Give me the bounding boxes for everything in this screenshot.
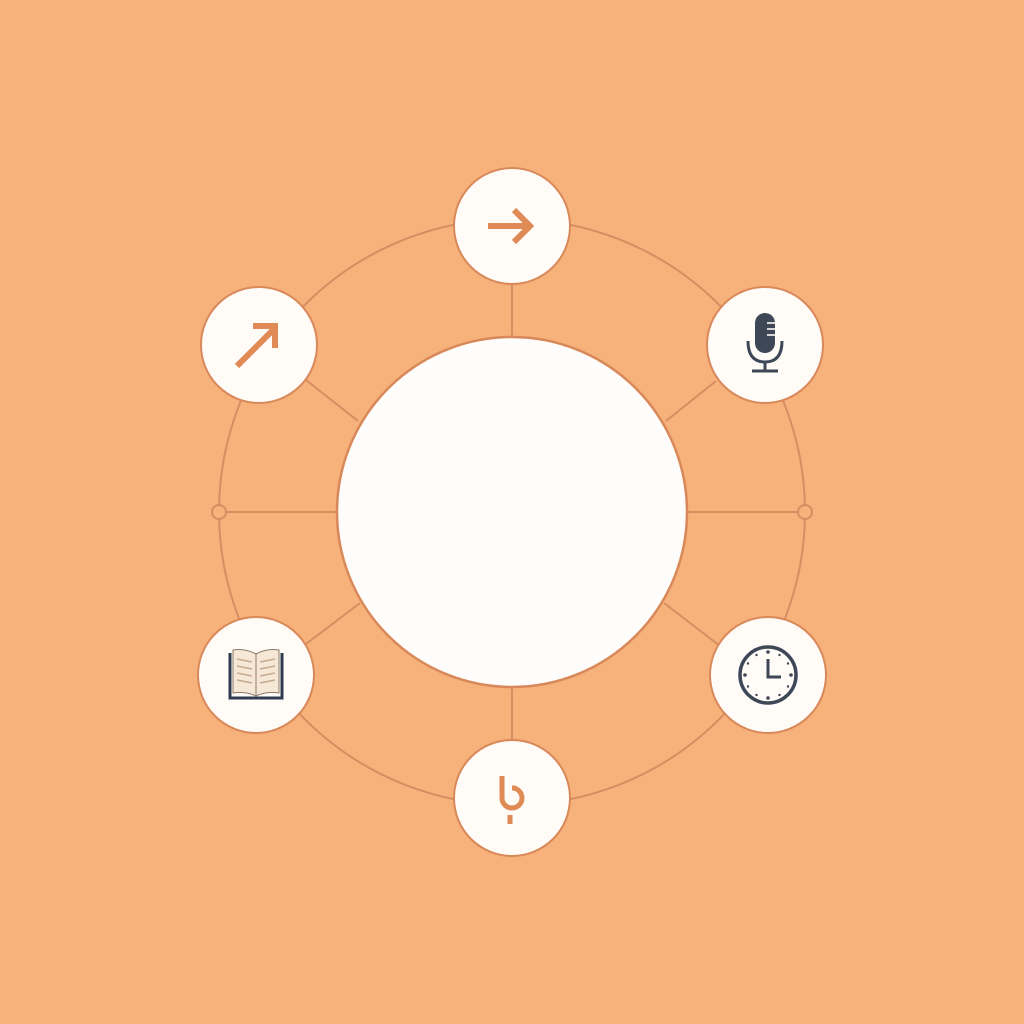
spoke-lower-left — [305, 602, 361, 645]
node-lower-right[interactable] — [709, 616, 827, 734]
node-upper-left[interactable] — [200, 286, 318, 404]
microphone-icon — [746, 313, 784, 373]
spoke-upper-left — [305, 379, 359, 422]
clock-icon — [738, 645, 798, 705]
node-top[interactable] — [453, 167, 571, 285]
arrow-right-icon — [488, 207, 535, 245]
arrow-up-right-icon — [234, 323, 278, 369]
junction-dot-left — [211, 504, 227, 520]
spoke-upper-right — [665, 380, 717, 422]
node-upper-right[interactable] — [706, 286, 824, 404]
open-book-icon — [228, 649, 284, 700]
node-lower-left[interactable] — [197, 616, 315, 734]
junction-dot-right — [797, 504, 813, 520]
hook-symbol-icon — [499, 776, 525, 824]
spoke-lower-right — [663, 602, 721, 647]
central-hub — [335, 335, 689, 689]
node-bottom[interactable] — [453, 739, 571, 857]
spokes — [219, 282, 805, 742]
node-bottom-circle — [453, 739, 571, 857]
